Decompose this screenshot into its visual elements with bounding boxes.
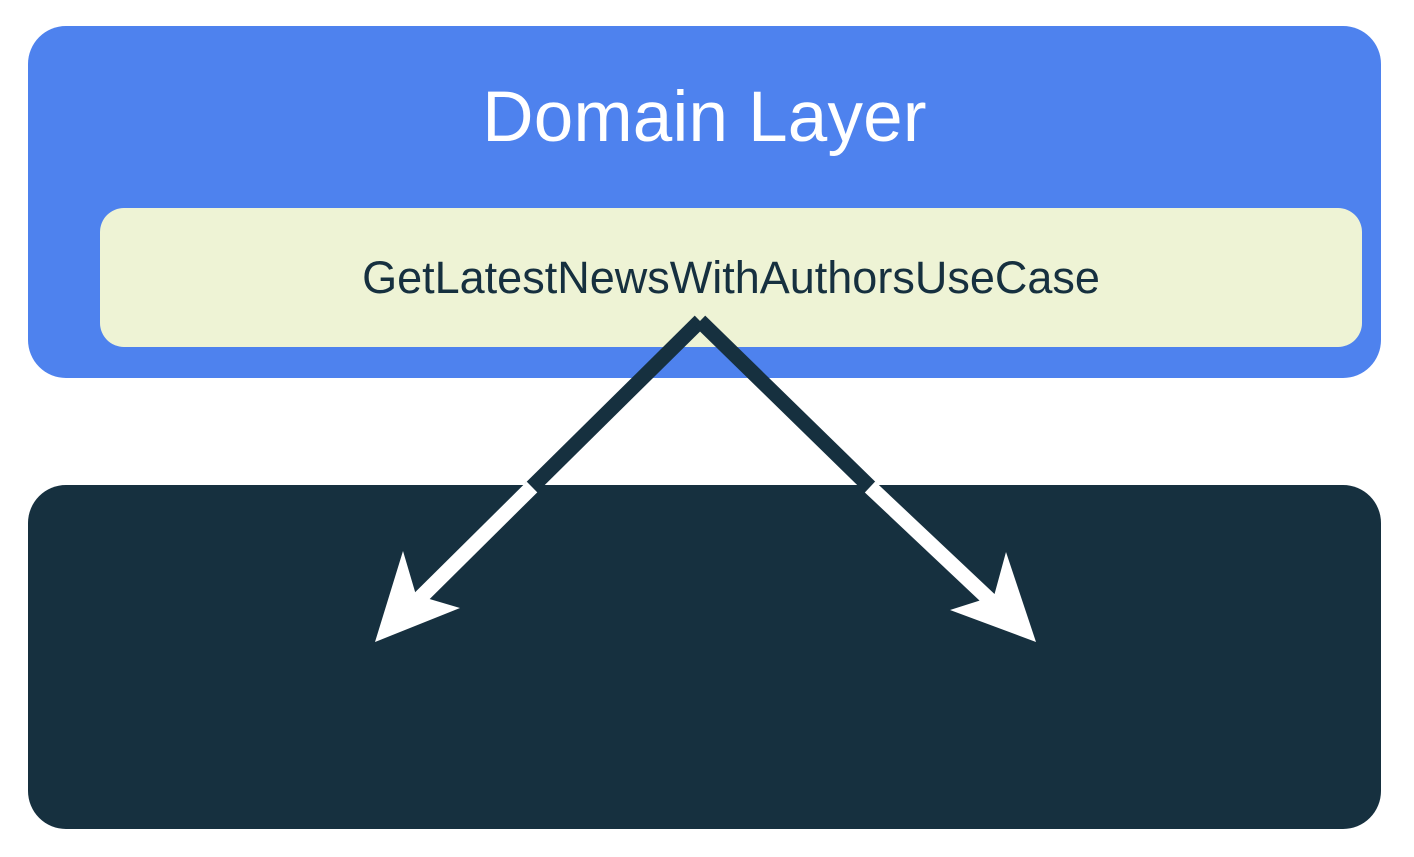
data-layer-container[interactable]: Data Layer NewsRepository AuthorsReposit… xyxy=(28,485,1381,829)
domain-layer-container[interactable]: Domain Layer GetLatestNewsWithAuthorsUse… xyxy=(28,26,1381,378)
usecase-box-label: GetLatestNewsWithAuthorsUseCase xyxy=(362,251,1100,303)
domain-layer-title: Domain Layer xyxy=(482,78,927,157)
usecase-box-get-latest-news-with-authors[interactable]: GetLatestNewsWithAuthorsUseCase xyxy=(100,208,1362,347)
